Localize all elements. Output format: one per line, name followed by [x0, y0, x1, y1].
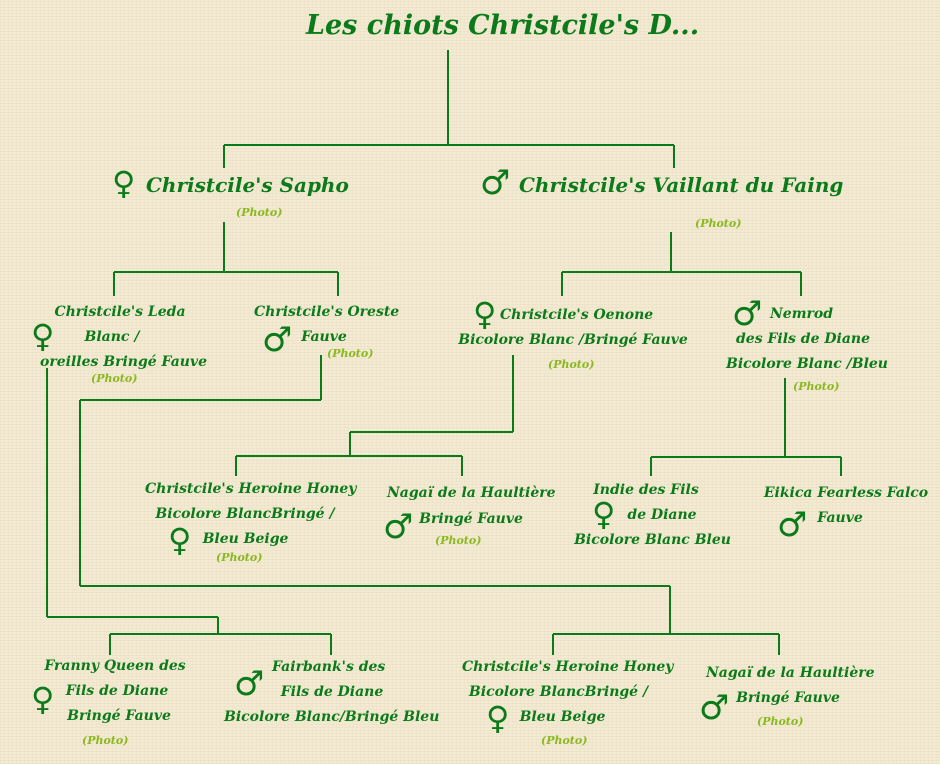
female-icon: ♀ — [31, 317, 55, 355]
nagai-line2: Bringé Fauve — [419, 511, 523, 527]
fairbank-line3: Bicolore Blanc/Bringé Bleu — [224, 709, 440, 725]
female-icon: ♀ — [473, 295, 497, 333]
male-icon: ♂ — [234, 664, 265, 704]
heroine-line2: Bicolore BlancBringé / — [155, 506, 335, 522]
fairbank-line2: Fils de Diane — [280, 684, 384, 700]
female-icon: ♀ — [31, 680, 55, 718]
indie-line3: Bicolore Blanc Bleu — [574, 532, 731, 548]
page-title: Les chiots Christcile's D... — [306, 10, 700, 41]
nemrod-line3: Bicolore Blanc /Bleu — [726, 356, 888, 372]
oreste-photo-link[interactable]: (Photo) — [327, 347, 374, 360]
franny-photo-link[interactable]: (Photo) — [82, 734, 129, 747]
oreste-line1: Christcile's Oreste — [254, 304, 400, 320]
leda-line2: Blanc / — [84, 329, 140, 345]
nagai2-line2: Bringé Fauve — [736, 690, 840, 706]
leda-line1: Christcile's Leda — [54, 304, 186, 320]
heroine-photo-link[interactable]: (Photo) — [216, 551, 263, 564]
nagai-photo-link[interactable]: (Photo) — [435, 534, 482, 547]
sapho-photo-link[interactable]: (Photo) — [236, 206, 283, 219]
franny-line1: Franny Queen des — [44, 658, 186, 674]
indie-line2: de Diane — [627, 507, 697, 523]
sapho-name: Christcile's Sapho — [146, 173, 349, 197]
male-icon: ♂ — [383, 507, 414, 547]
franny-line2: Fils de Diane — [65, 683, 169, 699]
vaillant-photo-link[interactable]: (Photo) — [695, 217, 742, 230]
female-icon: ♀ — [592, 495, 616, 533]
male-icon: ♂ — [262, 320, 293, 360]
vaillant-name: Christcile's Vaillant du Faing — [519, 173, 844, 197]
eikica-line1: Eikica Fearless Falco — [763, 485, 929, 501]
heroine2-line1: Christcile's Heroine Honey — [462, 659, 674, 675]
heroine-line3: Bleu Beige — [202, 531, 289, 547]
heroine2-line2: Bicolore BlancBringé / — [468, 684, 649, 700]
nagai2-photo-link[interactable]: (Photo) — [757, 715, 804, 728]
male-icon: ♂ — [732, 294, 763, 334]
male-icon: ♂ — [777, 505, 808, 545]
oreste-line2: Fauve — [301, 329, 347, 345]
indie-line1: Indie des Fils — [593, 482, 699, 498]
heroine2-photo-link[interactable]: (Photo) — [541, 734, 588, 747]
nemrod-line2: des Fils de Diane — [736, 331, 870, 347]
oenone-line2: Bicolore Blanc /Bringé Fauve — [458, 332, 688, 348]
oenone-line1: Christcile's Oenone — [500, 307, 654, 323]
fairbank-line1: Fairbank's des — [272, 659, 386, 675]
leda-line3: oreilles Bringé Fauve — [40, 354, 207, 370]
nemrod-photo-link[interactable]: (Photo) — [793, 380, 840, 393]
leda-photo-link[interactable]: (Photo) — [91, 372, 138, 385]
franny-line3: Bringé Fauve — [67, 708, 171, 724]
heroine2-line3: Bleu Beige — [519, 709, 606, 725]
female-icon: ♀ — [112, 164, 136, 202]
male-icon: ♂ — [699, 688, 730, 728]
male-icon: ♂ — [480, 163, 511, 203]
eikica-line2: Fauve — [817, 510, 863, 526]
female-icon: ♀ — [486, 699, 510, 737]
female-icon: ♀ — [168, 521, 192, 559]
heroine-line1: Christcile's Heroine Honey — [145, 481, 357, 497]
nagai-line1: Nagaï de la Haultière — [387, 485, 556, 501]
nagai2-line1: Nagaï de la Haultière — [706, 665, 875, 681]
oenone-photo-link[interactable]: (Photo) — [548, 358, 595, 371]
nemrod-line1: Nemrod — [770, 306, 834, 322]
